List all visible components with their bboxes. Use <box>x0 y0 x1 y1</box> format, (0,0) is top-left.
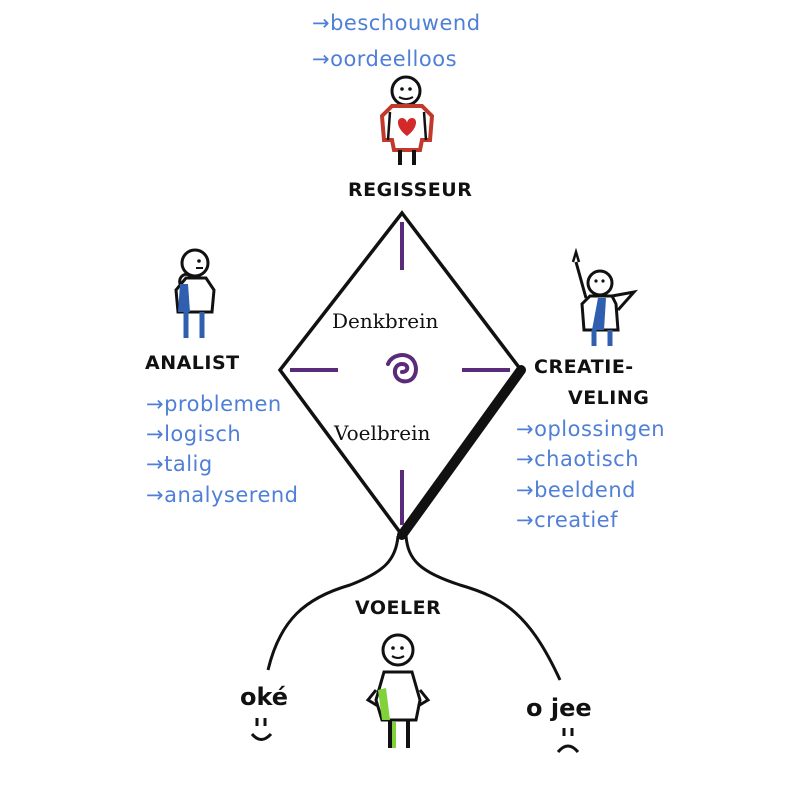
creatieveling-label-2: VELING <box>568 387 649 409</box>
regisseur-trait-2: →oordeelloos <box>312 47 457 71</box>
voeler-figure <box>365 633 431 748</box>
denkbrein-label: Denkbrein <box>332 309 438 333</box>
voeler-label: VOELER <box>355 597 441 619</box>
analist-trait-3: →talig <box>146 452 213 476</box>
creatieveling-trait-1: →oplossingen <box>516 417 665 441</box>
creatieveling-label-1: CREATIE- <box>534 356 634 378</box>
creatieveling-trait-2: →chaotisch <box>516 447 639 471</box>
voelbrein-label: Voelbrein <box>333 421 430 445</box>
ojee-label: o jee <box>526 694 592 722</box>
analist-figure <box>174 248 216 338</box>
oke-label: oké <box>240 683 288 711</box>
voeler-branches <box>266 535 562 681</box>
analist-trait-2: →logisch <box>146 422 241 446</box>
frown-icon <box>556 728 580 754</box>
spiral-icon <box>386 353 418 384</box>
smiley-icon <box>250 718 273 741</box>
regisseur-trait-1: →beschouwend <box>312 11 481 35</box>
creatieveling-trait-3: →beeldend <box>516 478 636 502</box>
kite-diagram <box>277 210 526 540</box>
heart-icon <box>397 118 417 136</box>
creatieveling-figure <box>571 247 639 346</box>
analist-label: ANALIST <box>145 352 240 374</box>
regisseur-figure <box>379 75 435 165</box>
analist-trait-4: →analyserend <box>146 483 299 507</box>
analist-trait-1: →problemen <box>146 392 282 416</box>
creatieveling-trait-4: →creatief <box>516 508 618 532</box>
regisseur-label: REGISSEUR <box>348 179 472 201</box>
